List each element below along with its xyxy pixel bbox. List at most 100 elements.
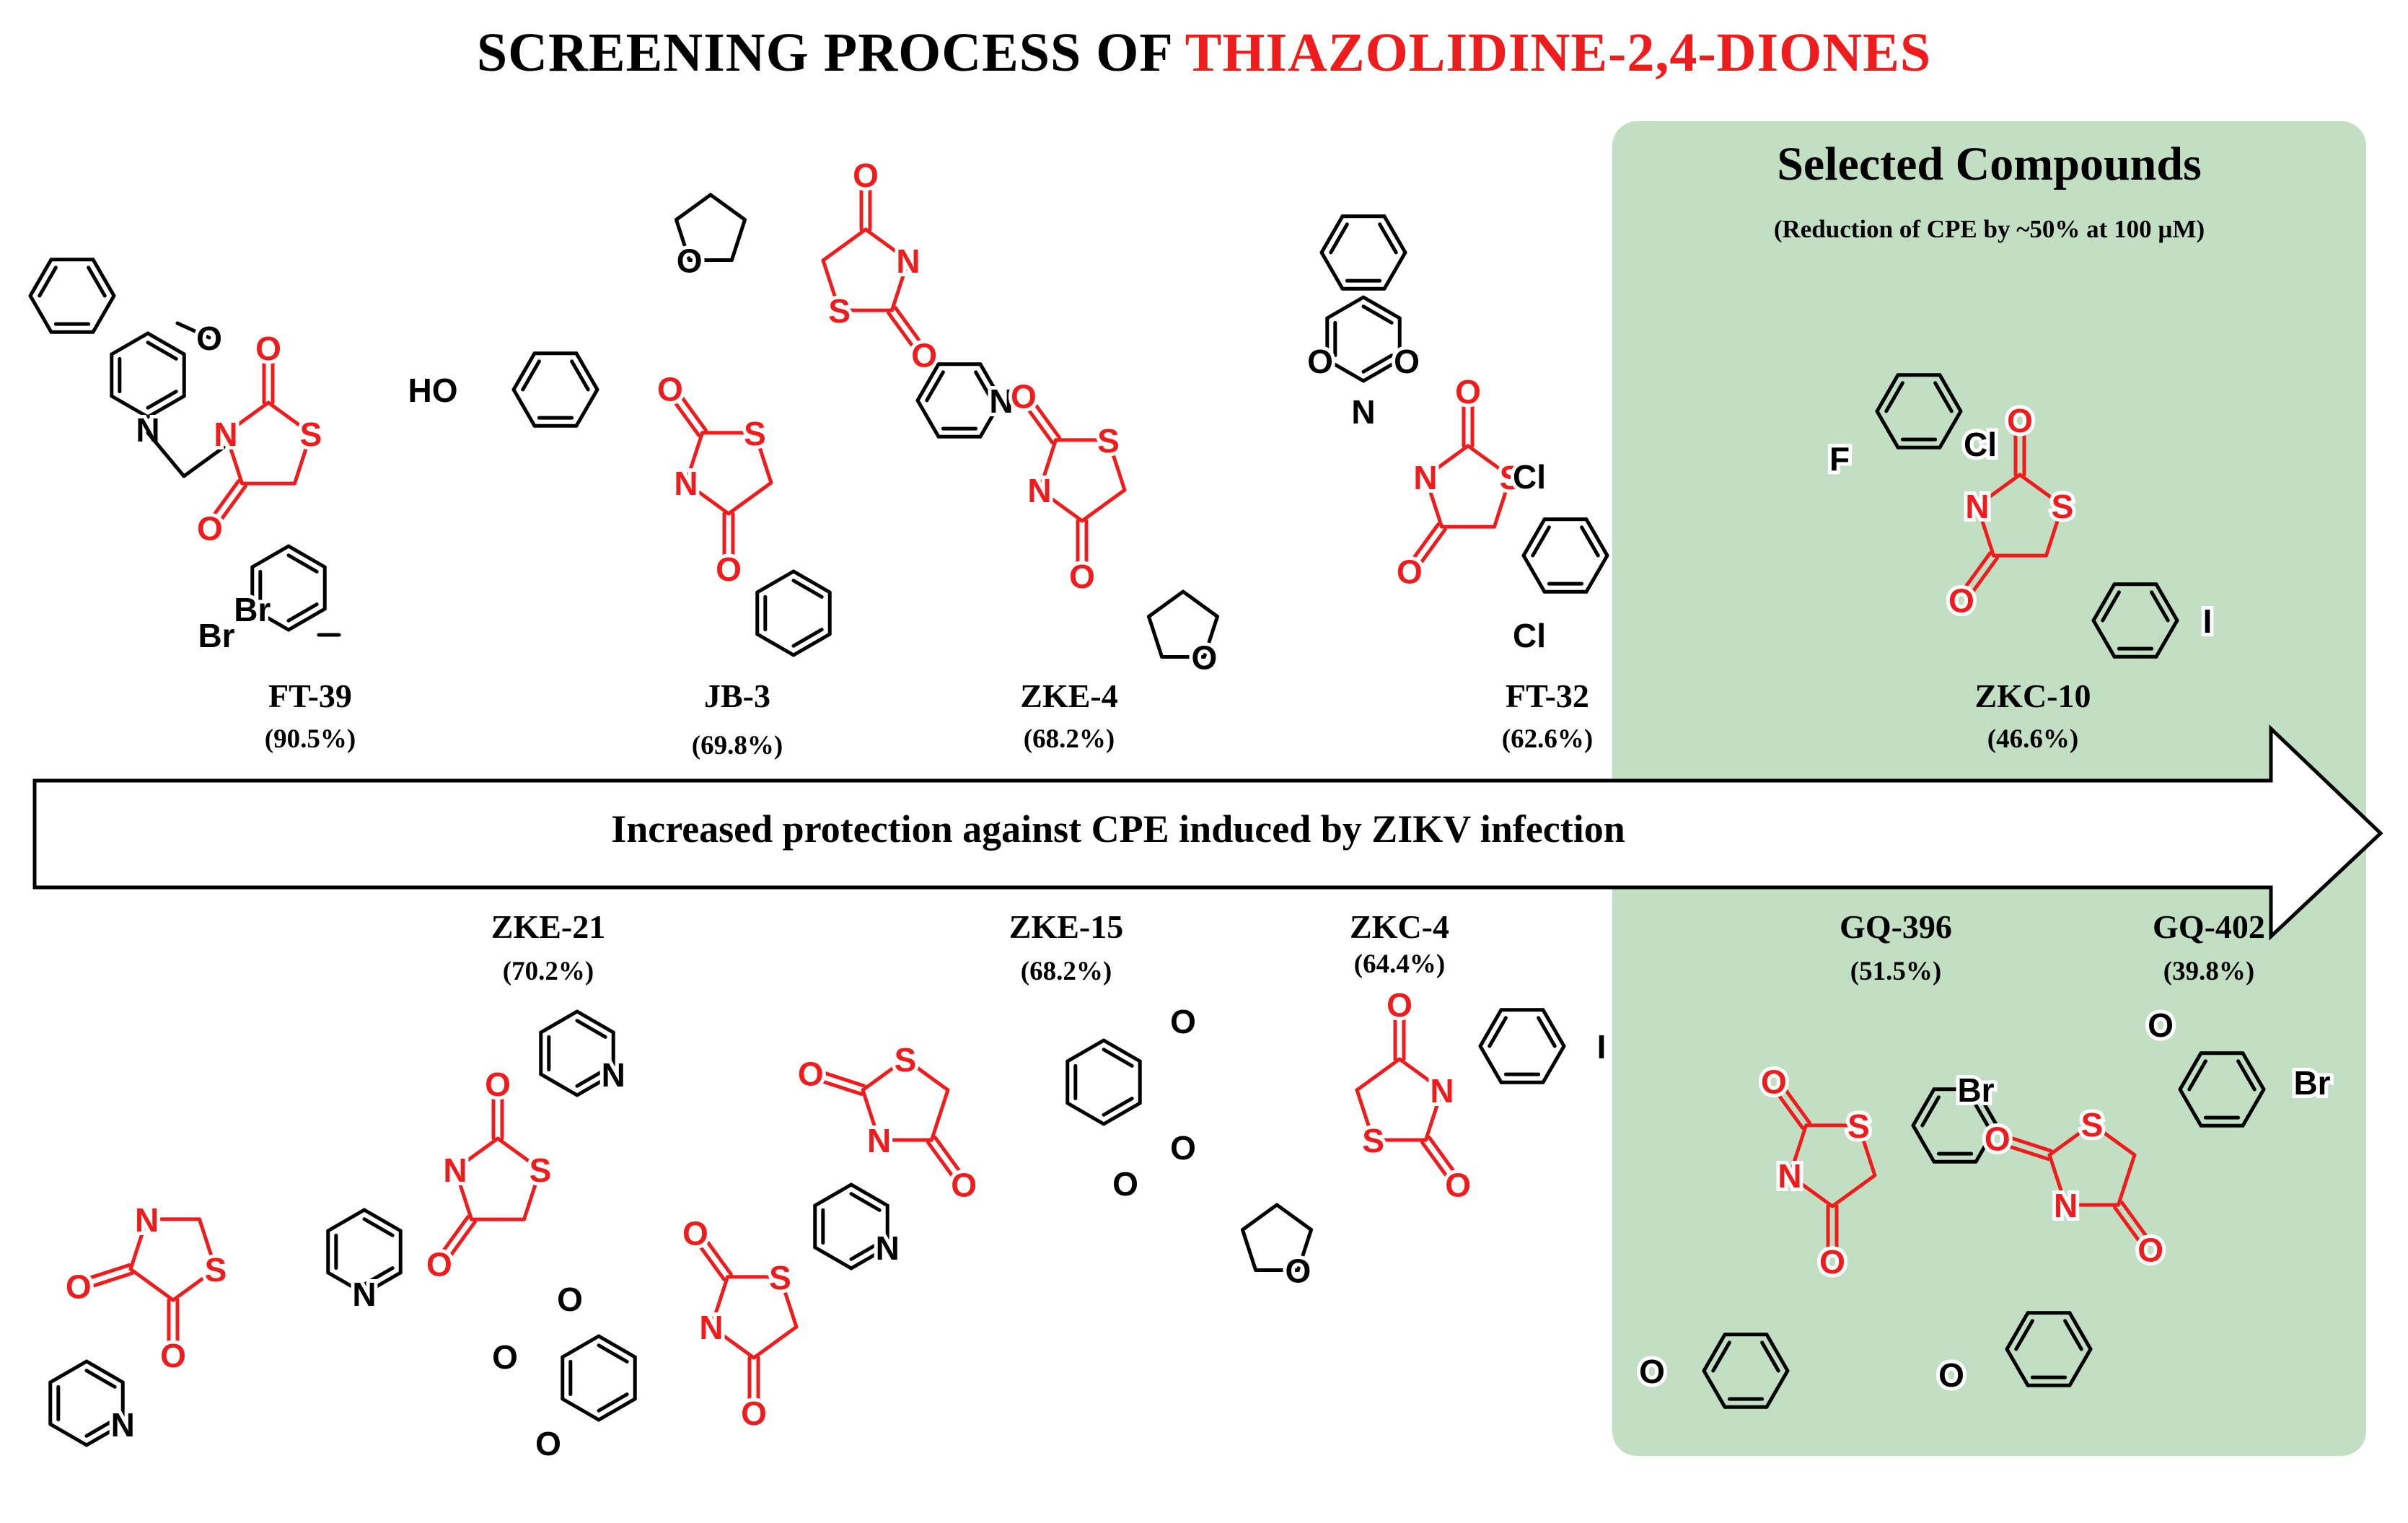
bond [362, 1270, 403, 1296]
bond [197, 1217, 218, 1271]
bond [1974, 1123, 1999, 1164]
atom-label: O [1948, 582, 1974, 620]
bond [2241, 1087, 2266, 1128]
bond [1580, 525, 1600, 558]
bond [1065, 1038, 1106, 1063]
atom-label: O [741, 1395, 767, 1432]
atom-label: O [1455, 373, 1481, 411]
bond [224, 431, 245, 486]
bond [1541, 1008, 1566, 1048]
bond [28, 258, 53, 298]
bond [1521, 553, 1547, 594]
atom-label: O [557, 1281, 583, 1318]
bond [2014, 1319, 2034, 1351]
atom-label: I [1597, 1028, 1607, 1066]
bond [849, 1245, 889, 1270]
bond [1911, 1123, 1936, 1164]
compound-value-zkc4: (64.4%) [1353, 949, 1446, 979]
bond [709, 1325, 756, 1360]
title-prefix: SCREENING PROCESS OF [476, 22, 1172, 83]
bond [1355, 1088, 1376, 1142]
bond [915, 398, 941, 439]
bond [1884, 381, 1904, 413]
bond [38, 265, 58, 298]
bond [709, 1275, 730, 1329]
bond [1830, 1173, 1877, 1208]
bond [1031, 399, 1061, 439]
atom-label: N [674, 465, 698, 502]
atom-label: N [1965, 488, 1989, 525]
atom-label: N [1430, 1072, 1454, 1110]
bond [286, 544, 327, 569]
bond [817, 1078, 864, 1097]
atom-label: N [1778, 1157, 1801, 1195]
bond [1531, 525, 1551, 558]
atom-label: O [1761, 1063, 1787, 1100]
bond [755, 569, 796, 594]
bond [791, 628, 824, 648]
atom-label: S [1362, 1122, 1384, 1159]
atom-label: O [492, 1338, 518, 1376]
bond [574, 351, 599, 392]
bond [2116, 1153, 2137, 1207]
atom-label: O [1170, 1129, 1196, 1167]
atom-label: O [255, 330, 281, 367]
bond [1969, 1095, 1990, 1128]
atom-label: Cl [1964, 426, 1997, 463]
bond [933, 1136, 964, 1176]
bond [1702, 1333, 1727, 1373]
bond [1466, 444, 1513, 479]
bond [813, 1182, 853, 1208]
bond [1488, 1016, 1508, 1048]
atom-label: S [2081, 1106, 2104, 1144]
bond [453, 1167, 474, 1221]
bond [1106, 438, 1127, 492]
bond [2091, 582, 2117, 623]
atom-label: O [66, 1268, 92, 1306]
bond [597, 1343, 629, 1364]
bond [2068, 1311, 2093, 1351]
bond [2241, 1051, 2266, 1092]
bond [521, 359, 541, 392]
compound-value-zke15: (68.2%) [1020, 957, 1112, 986]
compound-name-zke15: ZKE-15 [1009, 908, 1124, 945]
bond [1584, 517, 1609, 558]
bond [677, 392, 708, 432]
bond [539, 1072, 579, 1097]
bond [2003, 1143, 2050, 1162]
bond [362, 1217, 395, 1237]
compound-value-zkc10: (46.6%) [1987, 724, 2079, 754]
compound-name-zke4: ZKE-4 [1020, 677, 1118, 714]
bond [210, 479, 241, 519]
bond [1584, 553, 1609, 594]
bond [1275, 1203, 1314, 1232]
atom-label: N [602, 1056, 625, 1094]
bond [1037, 438, 1058, 492]
bond [2006, 1135, 2053, 1153]
bond [893, 306, 924, 346]
atom-label: S [769, 1259, 791, 1296]
bond [978, 398, 1003, 439]
bond [1875, 409, 1900, 449]
bond [217, 484, 247, 525]
bond [1410, 522, 1441, 563]
atom-label: Br [198, 617, 234, 654]
atom-label: O [1191, 638, 1217, 676]
compound-value-gq396: (51.5%) [1850, 957, 1942, 986]
compound-value-zke4: (68.2%) [1023, 724, 1115, 754]
bond [1102, 1048, 1134, 1068]
bond [146, 390, 178, 410]
bond [1037, 488, 1084, 523]
bond [2236, 1059, 2257, 1092]
bond [778, 1275, 799, 1329]
bond [821, 227, 868, 263]
bond [821, 258, 842, 312]
bond [575, 1068, 607, 1088]
atom-label: N [135, 1201, 159, 1239]
bond [250, 607, 291, 632]
bond [887, 311, 917, 351]
bond [1478, 1008, 1503, 1048]
